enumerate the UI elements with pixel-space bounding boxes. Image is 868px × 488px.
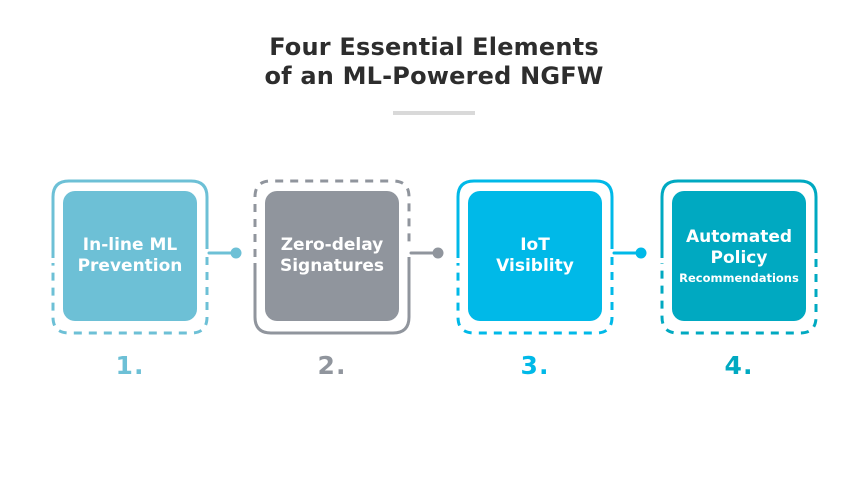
connector-dot [635,247,647,259]
title-divider [393,111,475,115]
card-number: 1. [115,351,145,380]
card-body: Zero-delay Signatures [265,191,399,321]
card-number: 4. [724,351,754,380]
element-card-2: Zero-delay Signatures 2. [253,179,449,394]
card-frame-border [660,179,818,335]
card-body: IoT Visiblity [468,191,602,321]
card-frame-border [456,179,647,335]
card-frame-border [51,179,242,335]
card-subtitle: Recommendations [679,271,799,285]
page-title-line1: Four Essential Elements [269,33,599,61]
element-card-3: IoT Visiblity 3. [456,179,652,394]
card-body: Automated Policy Recommendations [672,191,806,321]
card-body: In-line ML Prevention [63,191,197,321]
card-number: 2. [317,351,347,380]
card-title: IoT Visiblity [496,235,574,276]
connector-dot [432,247,444,259]
card-frame-border [253,179,444,335]
card-title: In-line ML Prevention [77,235,183,276]
connector-dot [230,247,242,259]
card-title: Automated Policy [685,227,793,268]
page-title-line2: of an ML-Powered NGFW [264,62,604,90]
element-card-4: Automated Policy Recommendations 4. [660,179,856,394]
card-title: Zero-delay Signatures [279,235,385,276]
card-number: 3. [520,351,550,380]
page-title: Four Essential Elements of an ML-Powered… [0,33,868,91]
element-card-1: In-line ML Prevention 1. [51,179,247,394]
